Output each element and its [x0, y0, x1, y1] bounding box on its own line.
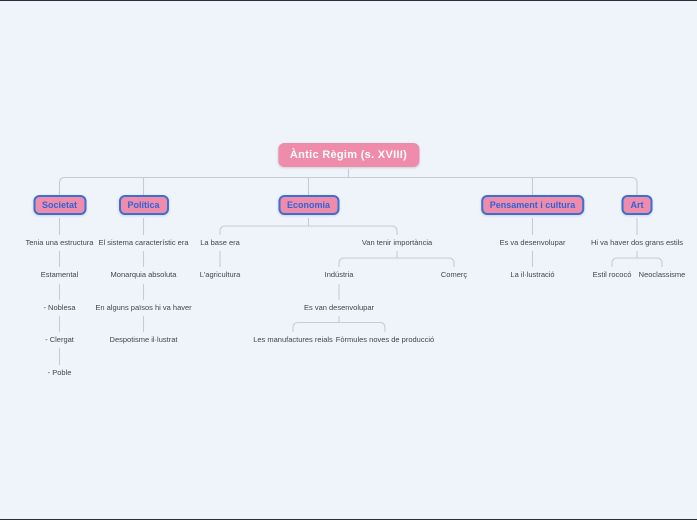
connector-line	[338, 257, 455, 267]
connector-line	[611, 257, 663, 267]
label-alguns-paisos[interactable]: En alguns països hi va haver	[95, 303, 192, 312]
label-noblesa[interactable]: - Noblesa	[43, 303, 76, 312]
label-es-van-desenvolupar[interactable]: Es van desenvolupar	[303, 303, 375, 312]
label-agricultura[interactable]: L'agricultura	[199, 270, 241, 279]
window-top-border	[0, 0, 697, 1]
label-politica-sistema[interactable]: El sistema característic era	[98, 238, 189, 247]
label-estamental[interactable]: Estamental	[40, 270, 79, 279]
connector-line	[219, 225, 398, 235]
category-node-societat[interactable]: Societat	[32, 195, 87, 215]
label-pensament-desenvolupar[interactable]: Es va desenvolupar	[499, 238, 566, 247]
label-industria[interactable]: Indústria	[324, 270, 354, 279]
label-neoclassisme[interactable]: Neoclassisme	[638, 270, 686, 279]
label-poble[interactable]: - Poble	[47, 368, 72, 377]
label-van-tenir-importancia[interactable]: Van tenir importància	[361, 238, 433, 247]
label-comerc[interactable]: Comerç	[440, 270, 468, 279]
connector-line	[58, 176, 638, 196]
label-clergat[interactable]: - Clergat	[45, 335, 74, 344]
label-monarquia-absoluta[interactable]: Monarquia absoluta	[110, 270, 177, 279]
connector-line	[292, 321, 386, 332]
category-node-art[interactable]: Art	[621, 195, 653, 215]
category-node-economia[interactable]: Economia	[277, 195, 340, 215]
category-node-pensament-i-cultura[interactable]: Pensament i cultura	[480, 195, 585, 215]
label-illustracio[interactable]: La il·lustració	[510, 270, 555, 279]
label-manufactures-reials[interactable]: Les manufactures reials	[253, 335, 333, 344]
label-societat-structure[interactable]: Tenia una estructura	[25, 238, 94, 247]
root-node-antic-regim[interactable]: Àntic Règim (s. XVIII)	[277, 143, 420, 167]
label-dos-grans-estils[interactable]: Hi va haver dos grans estils	[590, 238, 684, 247]
label-estil-rococo[interactable]: Estil rococó	[592, 270, 632, 279]
label-despotisme-illustrat[interactable]: Despotisme il·lustrat	[109, 335, 178, 344]
label-formules-noves[interactable]: Fòrmules noves de producció	[335, 335, 435, 344]
label-base-era[interactable]: La base era	[200, 238, 240, 247]
category-node-politica[interactable]: Política	[118, 195, 169, 215]
